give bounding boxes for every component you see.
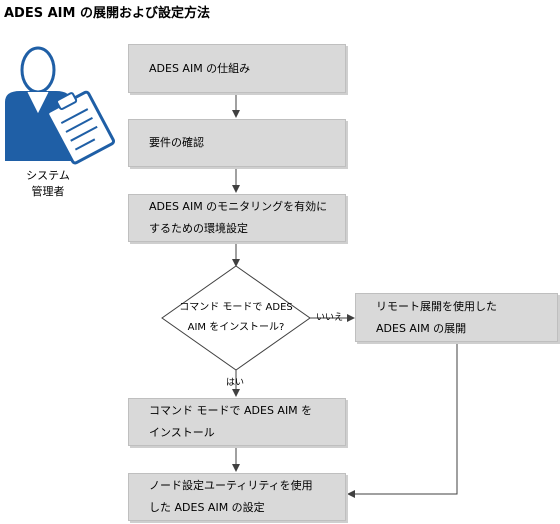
step-node-config-line1: ノード設定ユーティリティを使用: [149, 479, 313, 492]
step-how-it-works: ADES AIM の仕組み: [128, 44, 346, 93]
yes-label: はい: [226, 378, 245, 388]
step-command-install-line2: インストール: [149, 426, 215, 439]
step-command-install: コマンド モードで ADES AIM を インストール: [128, 398, 346, 446]
step-environment-setup: ADES AIM のモニタリングを有効に するための環境設定: [128, 194, 346, 242]
decision-label-line2: AIM をインストール?: [187, 322, 285, 333]
step-check-requirements-label: 要件の確認: [149, 136, 204, 149]
step-remote-deploy-line2: ADES AIM の展開: [376, 321, 467, 335]
decision-label-line1: コマンド モードで ADES: [179, 302, 293, 313]
arrow-alt-s5: [347, 342, 458, 498]
decision-diamond: [161, 265, 311, 371]
role-label-line2: 管理者: [31, 185, 65, 198]
page-title: ADES AIM の展開および設定方法: [4, 6, 210, 21]
administrator-clipboard-icon: [5, 46, 116, 165]
role-label: システム 管理者: [10, 168, 86, 200]
step-how-it-works-label: ADES AIM の仕組み: [149, 61, 251, 75]
no-label: いいえ: [316, 313, 344, 323]
step-check-requirements: 要件の確認: [128, 119, 346, 167]
step-environment-setup-line2: するための環境設定: [149, 222, 248, 235]
step-environment-setup-line1: ADES AIM のモニタリングを有効に: [149, 200, 328, 213]
step-node-config: ノード設定ユーティリティを使用 した ADES AIM の設定: [128, 473, 346, 521]
step-node-config-line2: した ADES AIM の設定: [149, 501, 265, 514]
decision-label: コマンド モードで ADES AIM をインストール?: [162, 298, 310, 338]
step-remote-deploy: リモート展開を使用した ADES AIM の展開: [355, 293, 558, 342]
step-remote-deploy-line1: リモート展開を使用した: [376, 299, 497, 313]
step-command-install-line1: コマンド モードで ADES AIM を: [149, 404, 313, 417]
role-label-line1: システム: [26, 169, 70, 182]
